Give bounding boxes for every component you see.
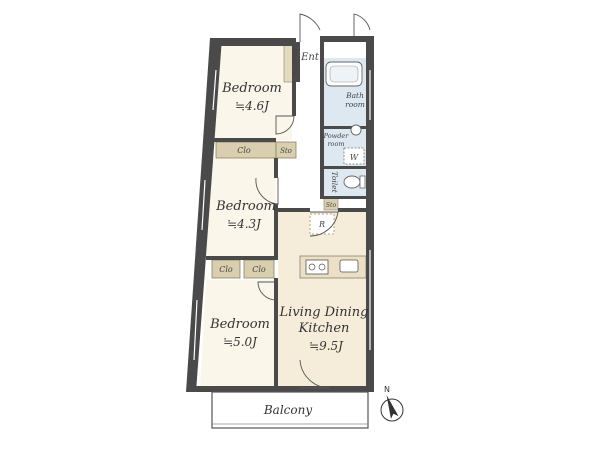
wall-toilet-bottom [320, 196, 368, 199]
wall-bed2-right [274, 158, 278, 178]
ldk-name-line2: Kitchen [298, 321, 350, 336]
sink-icon [339, 259, 359, 273]
bedroom3-size: ≒5.0J [223, 335, 258, 349]
compass: N [380, 385, 404, 422]
wall-wet-left [320, 42, 324, 198]
stove-icon [305, 259, 329, 275]
bedroom3-door [257, 281, 277, 301]
wall-bed2-bottom [206, 256, 276, 260]
outer-wall-top [210, 38, 296, 46]
bedroom1-floor [212, 46, 292, 140]
outer-wall-bottom [196, 386, 374, 392]
outer-wall-left [186, 38, 222, 392]
doors [255, 13, 371, 389]
powder-label-1: Powder [323, 132, 350, 140]
ldk-size: ≒9.5J [309, 339, 344, 353]
bedroom1-door [275, 115, 295, 135]
fixtures [305, 61, 366, 275]
storage2-label: Sto [326, 202, 337, 209]
wall-bed2-right-b [274, 204, 278, 260]
wall-bed1-right [292, 46, 296, 116]
bathtub-inner [329, 65, 359, 83]
balcony-label: Balcony [263, 403, 312, 417]
ldk-floor [278, 212, 366, 388]
windows [193, 69, 371, 361]
bedroom3-name: Bedroom [209, 317, 270, 332]
balcony-door [299, 359, 331, 389]
washbasin-icon [350, 124, 362, 136]
walls [186, 36, 374, 392]
toilet-icon [343, 175, 361, 189]
outer-wall-right [366, 40, 374, 390]
entrance-label: Ent [300, 52, 320, 63]
wall-bed3-right [274, 278, 278, 388]
bedroom2-door [255, 177, 279, 205]
balcony-area [211, 391, 369, 429]
powder-label-2: room [327, 140, 344, 148]
wall-bath-bottom [320, 126, 368, 129]
bedroom2-floor [206, 158, 276, 258]
balcony [211, 391, 369, 429]
bedroom2-size: ≒4.3J [227, 217, 262, 231]
wall-ldk-top [276, 208, 310, 212]
fridge-space [309, 213, 335, 235]
outside-door [353, 13, 371, 36]
closets [211, 141, 339, 279]
storage-1 [275, 141, 297, 159]
bedroom1-size: ≒4.6J [235, 99, 270, 113]
wall-entrance-left [296, 42, 300, 82]
toilet-label: Toilet [330, 171, 339, 193]
washer-icon [343, 147, 365, 165]
bath-label-1: Bath [345, 91, 364, 100]
entrance-door [299, 13, 321, 42]
ldk-door [309, 211, 339, 237]
bedroom3-floor [200, 280, 276, 388]
bedroom1-name: Bedroom [221, 81, 282, 96]
bath-label-2: room [345, 100, 365, 109]
compass-needle-icon [386, 394, 399, 419]
storage1-label: Sto [280, 147, 292, 155]
wall-ldk-top-b [338, 208, 368, 212]
ldk-name-line1: Living Dining [279, 305, 369, 320]
wall-entrance-top [320, 36, 374, 42]
toilet-tank [359, 175, 366, 189]
wall-bed1-bottom [212, 138, 276, 142]
closet3-label: Clo [252, 265, 266, 274]
closet2-label: Clo [219, 265, 233, 274]
shoe-closet-label: Shoe Clo [290, 48, 298, 78]
wall-powder-bottom [320, 166, 368, 169]
closet1-label: Clo [237, 146, 251, 155]
bedroom2-name: Bedroom [215, 199, 276, 214]
compass-north-label: N [384, 385, 390, 394]
washer-label: W [350, 153, 359, 162]
labels: Bedroom ≒4.6J Bedroom ≒4.3J Bedroom ≒5.0… [209, 48, 368, 417]
fridge-label: R [318, 220, 325, 229]
compass-ring-icon [380, 398, 404, 422]
